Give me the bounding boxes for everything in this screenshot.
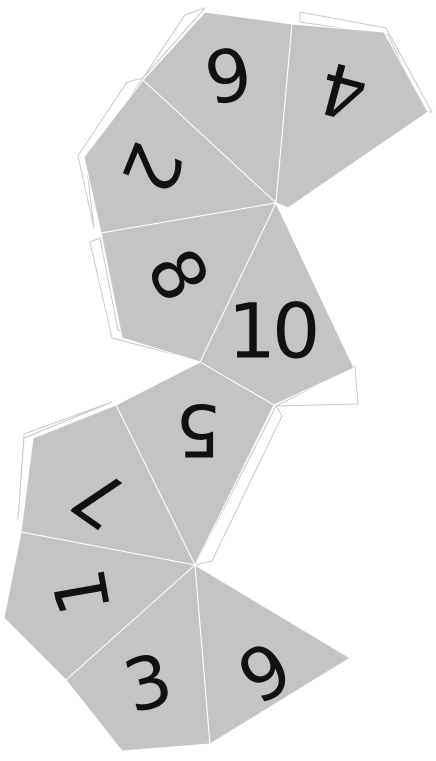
- flap-lower-left: [17, 401, 113, 521]
- flap-center-right: [194, 404, 283, 566]
- die-faces: [3, 11, 429, 752]
- face-number: 5: [175, 388, 221, 472]
- face-number: 10: [228, 287, 317, 376]
- flap-upper-left: [77, 77, 145, 229]
- face-top-right: [275, 23, 429, 209]
- face-bottom-right: [194, 564, 351, 745]
- flap-top-left: [142, 6, 207, 79]
- glue-flaps: [17, 6, 433, 566]
